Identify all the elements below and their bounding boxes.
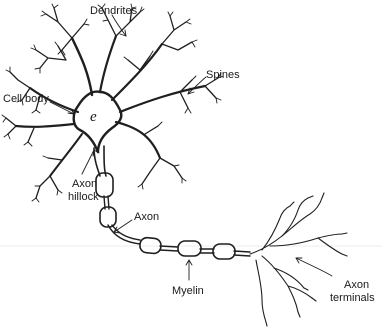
nucleus-label: e [90,109,97,125]
axon-label: Axon [134,211,159,223]
myelin-label: Myelin [172,285,204,297]
cell-body-label: Cell body [3,93,49,105]
spines-label: Spines [206,69,240,81]
axon-hillock-label-line1: Axon [72,178,97,190]
myelin-segment [100,207,116,227]
axon-hillock-label-line2: hillock [68,191,99,203]
axon-terminals-label-line1: Axon [344,279,369,291]
axon [94,146,250,256]
myelin-segment [139,237,161,254]
myelin-segment [178,241,201,256]
dendrites-label: Dendrites [90,5,138,17]
cell-body [74,92,122,152]
axon-terminals-label-line2: terminals [330,292,375,304]
